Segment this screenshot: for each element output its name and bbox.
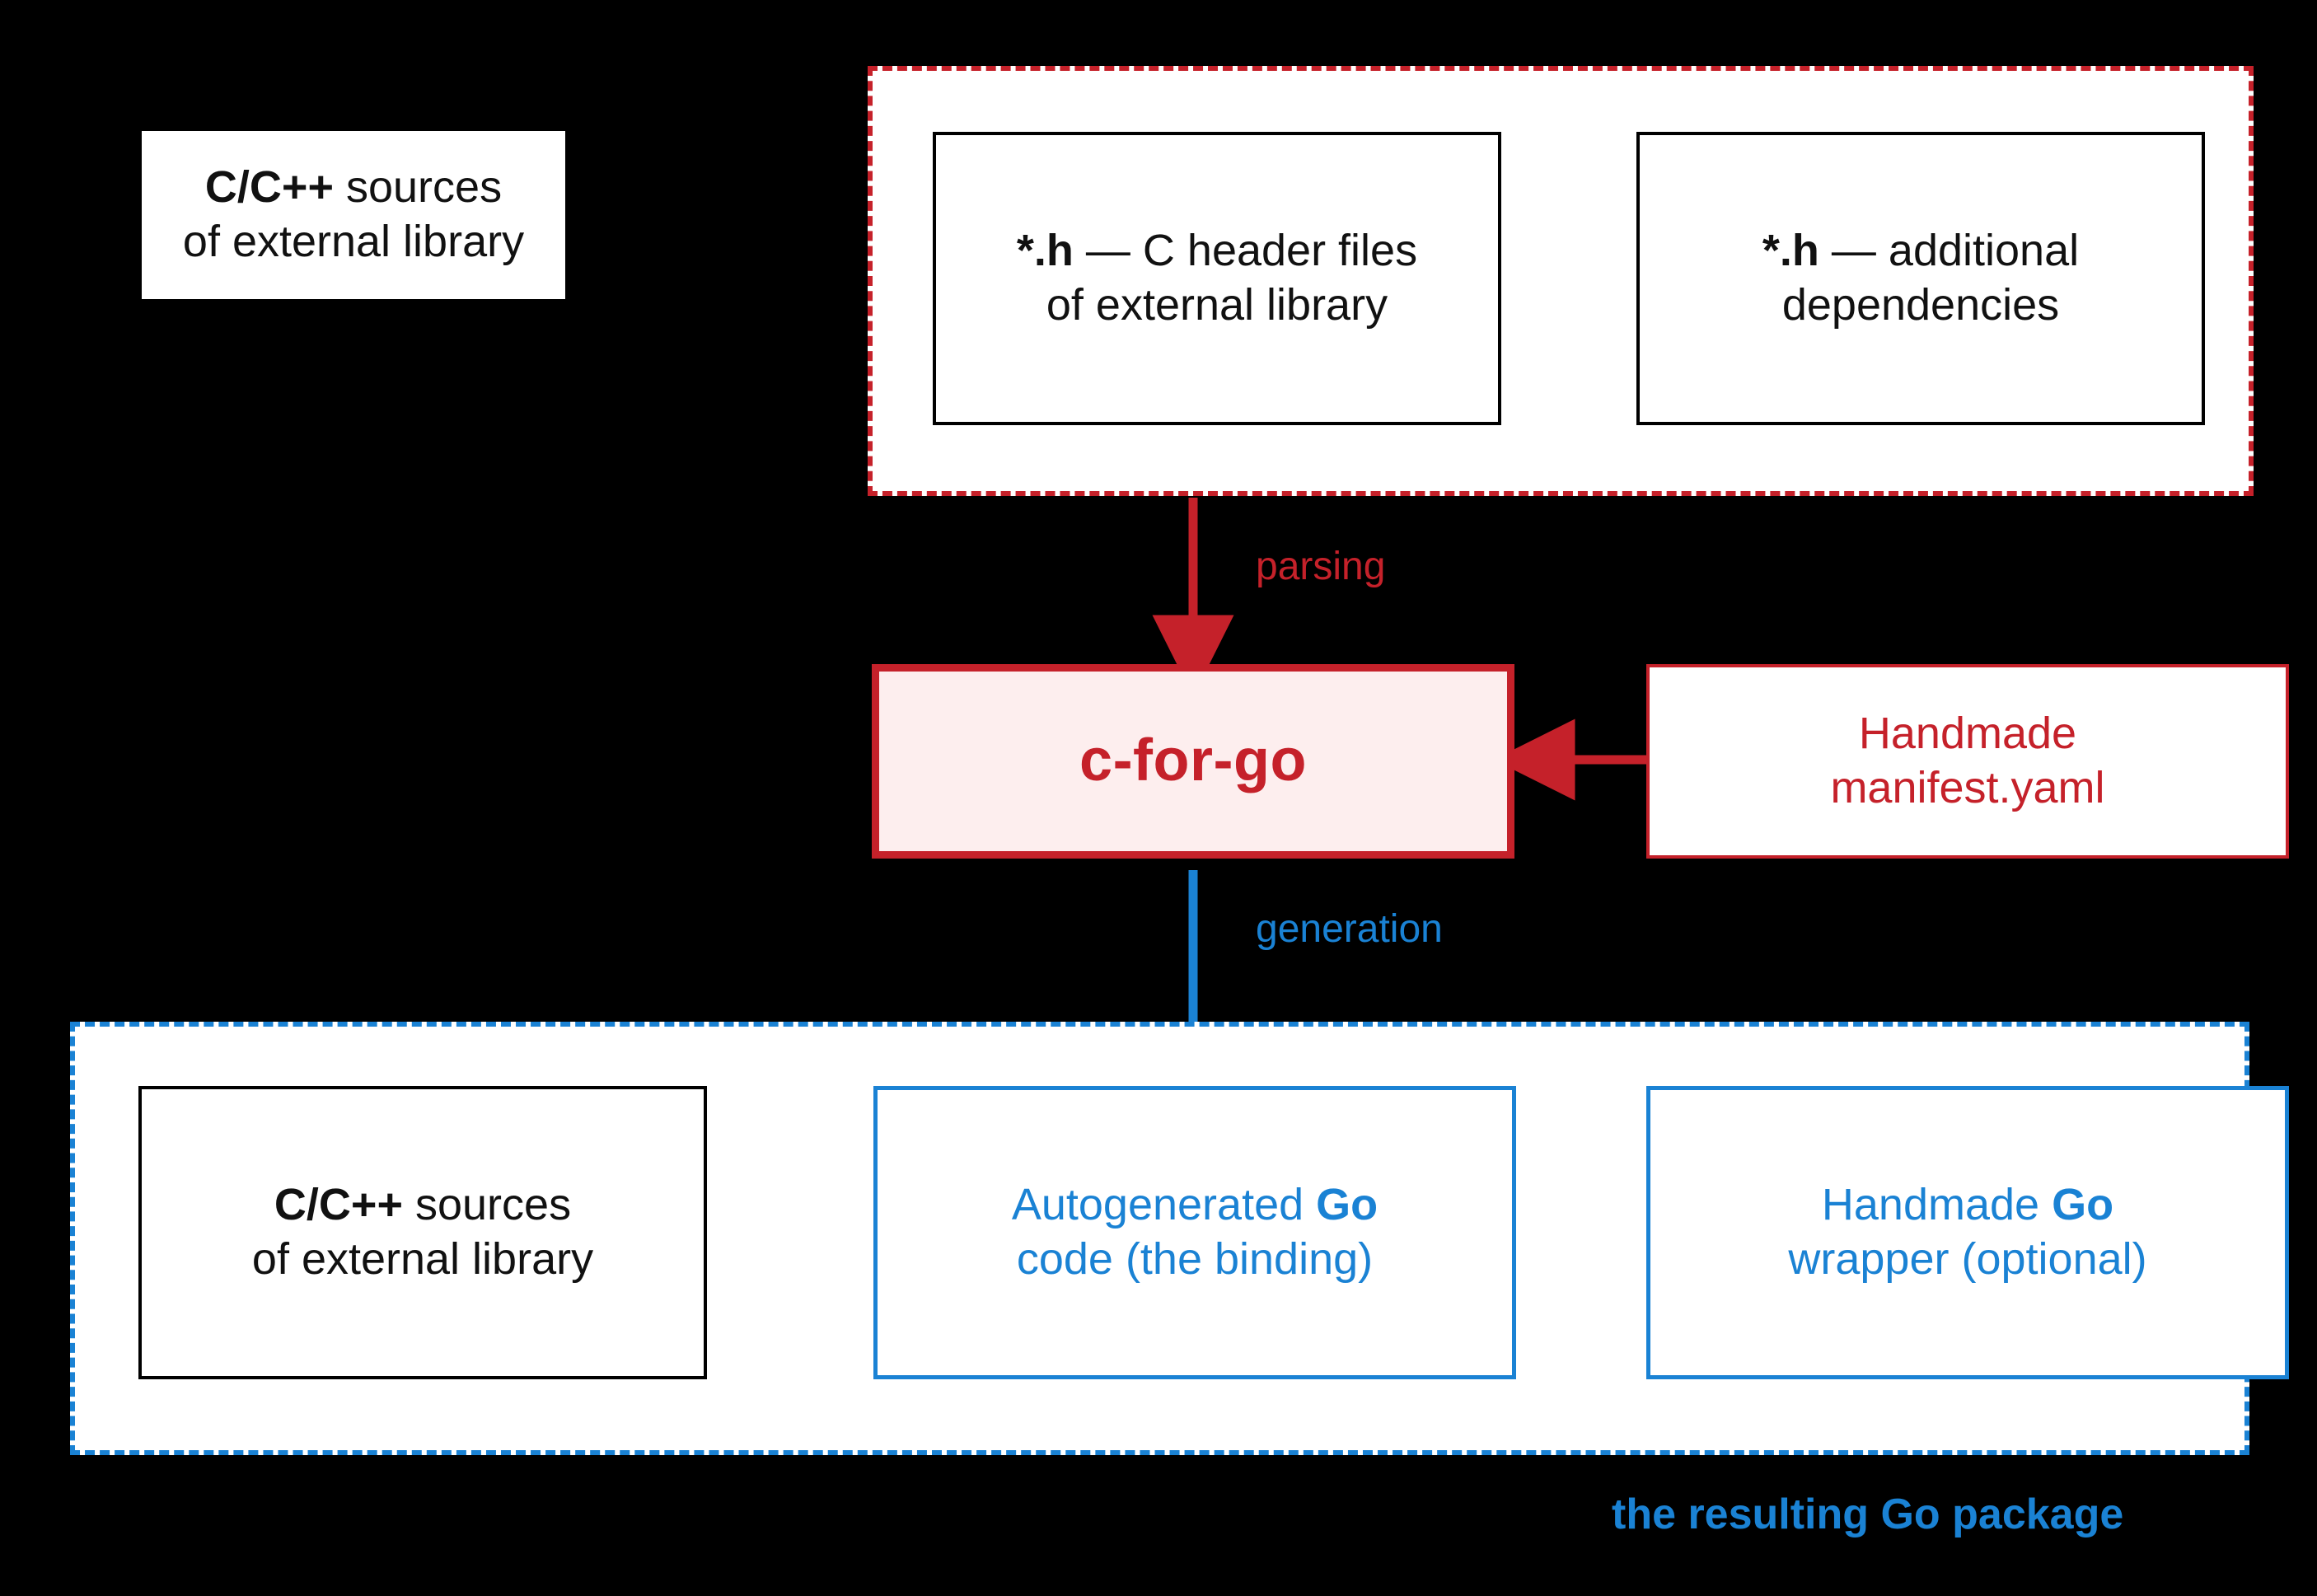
node-headers-deps-label: *.h — additional dependencies (1762, 224, 2079, 333)
node-autogenerated-go-line2: code (the binding) (1016, 1234, 1374, 1284)
node-handmade-wrapper-line1-strong: Go (2052, 1180, 2114, 1230)
node-manifest-label: Handmade manifest.yaml (1830, 707, 2104, 816)
node-headers-main-label: *.h — C header files of external library (1017, 224, 1417, 333)
node-manifest-line1: Handmade (1858, 709, 2077, 759)
node-headers-deps-line2: dependencies (1781, 280, 2060, 330)
node-handmade-wrapper-label: Handmade Go wrapper (optional) (1788, 1178, 2146, 1287)
edge-label-parsing: parsing (1256, 545, 1386, 588)
node-sources-bottom-label: C/C++ sources of external library (252, 1178, 593, 1287)
node-headers-main-line1-strong: *.h (1016, 226, 1074, 276)
edge-label-generation: generation (1256, 907, 1443, 951)
node-sources-bottom-line1-strong: C/C++ (274, 1180, 403, 1230)
node-handmade-wrapper-line1: Handmade (1821, 1180, 2053, 1230)
node-handmade-wrapper[interactable]: Handmade Go wrapper (optional) (1646, 1086, 2289, 1379)
node-autogenerated-go[interactable]: Autogenerated Go code (the binding) (873, 1086, 1516, 1379)
node-sources-top-line2: of external library (182, 217, 525, 266)
node-handmade-wrapper-line2: wrapper (optional) (1788, 1234, 2147, 1284)
node-c-for-go-label: c-for-go (1079, 728, 1307, 794)
node-manifest[interactable]: Handmade manifest.yaml (1646, 664, 2289, 859)
node-sources-top-line1-rest: sources (333, 162, 503, 213)
node-headers-deps-line1-strong: *.h (1762, 226, 1819, 276)
node-sources-top-label: C/C++ sources of external library (183, 161, 524, 269)
node-headers-deps[interactable]: *.h — additional dependencies (1636, 132, 2205, 425)
node-headers-main-line2: of external library (1046, 280, 1388, 330)
legend-resulting-package: the resulting Go package (1612, 1491, 2124, 1538)
node-autogenerated-go-line1-strong: Go (1316, 1180, 1378, 1230)
node-headers-deps-line1-rest: — additional (1818, 226, 2080, 276)
node-autogenerated-go-label: Autogenerated Go code (the binding) (1012, 1178, 1378, 1287)
node-sources-top[interactable]: C/C++ sources of external library (138, 128, 569, 302)
node-c-for-go[interactable]: c-for-go (872, 664, 1514, 859)
node-sources-bottom[interactable]: C/C++ sources of external library (138, 1086, 707, 1379)
node-sources-top-line1-strong: C/C++ (204, 162, 334, 213)
node-autogenerated-go-line1: Autogenerated (1011, 1180, 1317, 1230)
node-sources-bottom-line1-rest: sources (402, 1180, 572, 1230)
node-sources-bottom-line2: of external library (251, 1234, 594, 1284)
node-headers-main[interactable]: *.h — C header files of external library (933, 132, 1501, 425)
node-manifest-line2: manifest.yaml (1830, 763, 2105, 812)
node-headers-main-line1-rest: — C header files (1073, 226, 1418, 276)
